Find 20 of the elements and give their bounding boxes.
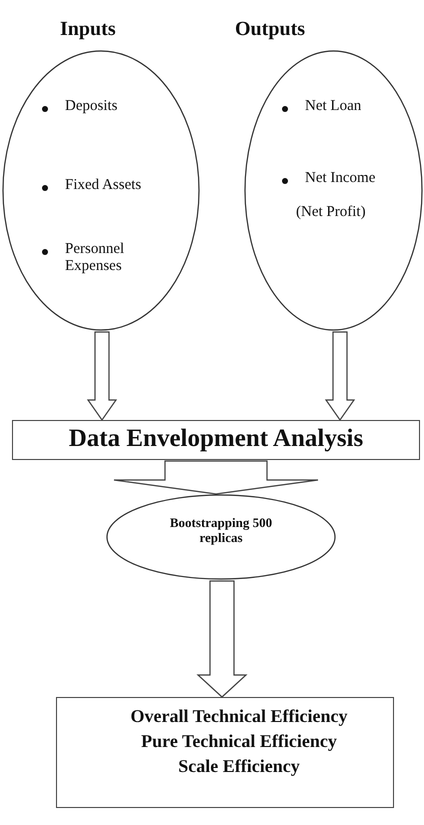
box-title: Data Envelopment Analysis xyxy=(68,425,364,454)
process-ellipse xyxy=(106,494,336,580)
block-arrow xyxy=(113,460,319,495)
process-box xyxy=(12,420,420,460)
group-heading: Outputs xyxy=(235,18,306,41)
list-item: Personnel Expenses xyxy=(65,241,126,276)
list-item: Fixed Assets xyxy=(65,177,142,194)
result-item: Scale Efficiency xyxy=(177,756,301,777)
block-arrow xyxy=(196,580,248,698)
group-heading: Inputs xyxy=(60,18,116,41)
ellipse-label: Bootstrapping 500 replicas xyxy=(168,516,274,546)
list-item: Net Loan xyxy=(305,98,362,116)
list-item: Deposits xyxy=(65,98,118,116)
result-item: Overall Technical Efficiency xyxy=(130,706,348,727)
result-item: Pure Technical Efficiency xyxy=(140,731,338,752)
list-item: Net Income xyxy=(305,170,376,188)
block-arrow xyxy=(86,331,118,422)
list-item: (Net Profit) xyxy=(296,204,366,222)
result-box xyxy=(56,697,394,808)
block-arrow xyxy=(324,331,356,422)
